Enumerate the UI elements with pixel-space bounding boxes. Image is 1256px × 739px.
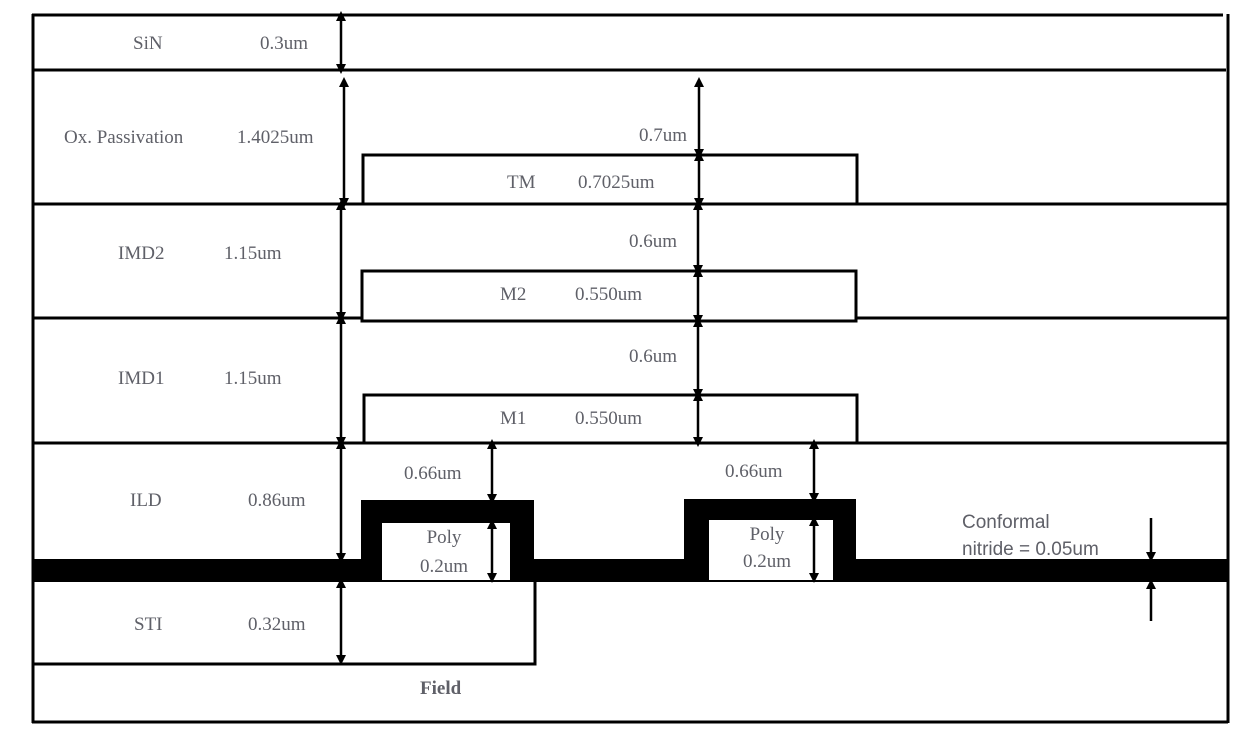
sti-thickness: 0.32um <box>248 614 306 635</box>
imd1-thickness: 1.15um <box>224 368 282 389</box>
poly2-spacing-label: 0.66um <box>725 461 783 482</box>
tm-spacing-label: 0.7um <box>639 125 687 146</box>
m1-label: M1 <box>500 408 526 429</box>
tm-thickness: 0.7025um <box>578 172 655 193</box>
tm-label: TM <box>507 172 536 193</box>
poly1-label: Poly <box>427 527 462 548</box>
m1-spacing-label: 0.6um <box>629 346 677 367</box>
sti-outline <box>33 580 537 666</box>
poly2-thickness: 0.2um <box>743 551 791 572</box>
imd1-label: IMD1 <box>118 368 164 389</box>
imd2-thickness: 1.15um <box>224 243 282 264</box>
nitride-band <box>33 559 1228 582</box>
ild-label: ILD <box>130 490 162 511</box>
field-label: Field <box>420 678 462 699</box>
oxpass-label: Ox. Passivation <box>64 127 184 148</box>
sin-label: SiN <box>133 33 163 54</box>
m1-metal <box>362 393 859 445</box>
layer-boundaries <box>31 13 1230 724</box>
ild-thickness: 0.86um <box>248 490 306 511</box>
imd2-label: IMD2 <box>118 243 164 264</box>
poly1-spacing-label: 0.66um <box>404 463 462 484</box>
m2-spacing-label: 0.6um <box>629 231 677 252</box>
m2-label: M2 <box>500 284 526 305</box>
oxpass-thickness: 1.4025um <box>237 127 314 148</box>
m2-thickness: 0.550um <box>575 284 642 305</box>
tm-metal <box>361 153 859 206</box>
sti-label: STI <box>134 614 163 635</box>
poly1-thickness: 0.2um <box>420 556 468 577</box>
nitride-label-line2: nitride = 0.05um <box>962 539 1099 560</box>
sin-thickness: 0.3um <box>260 33 308 54</box>
m2-metal <box>360 269 858 323</box>
m1-thickness: 0.550um <box>575 408 642 429</box>
nitride-label-line1: Conformal <box>962 512 1050 533</box>
poly2-label: Poly <box>750 524 785 545</box>
